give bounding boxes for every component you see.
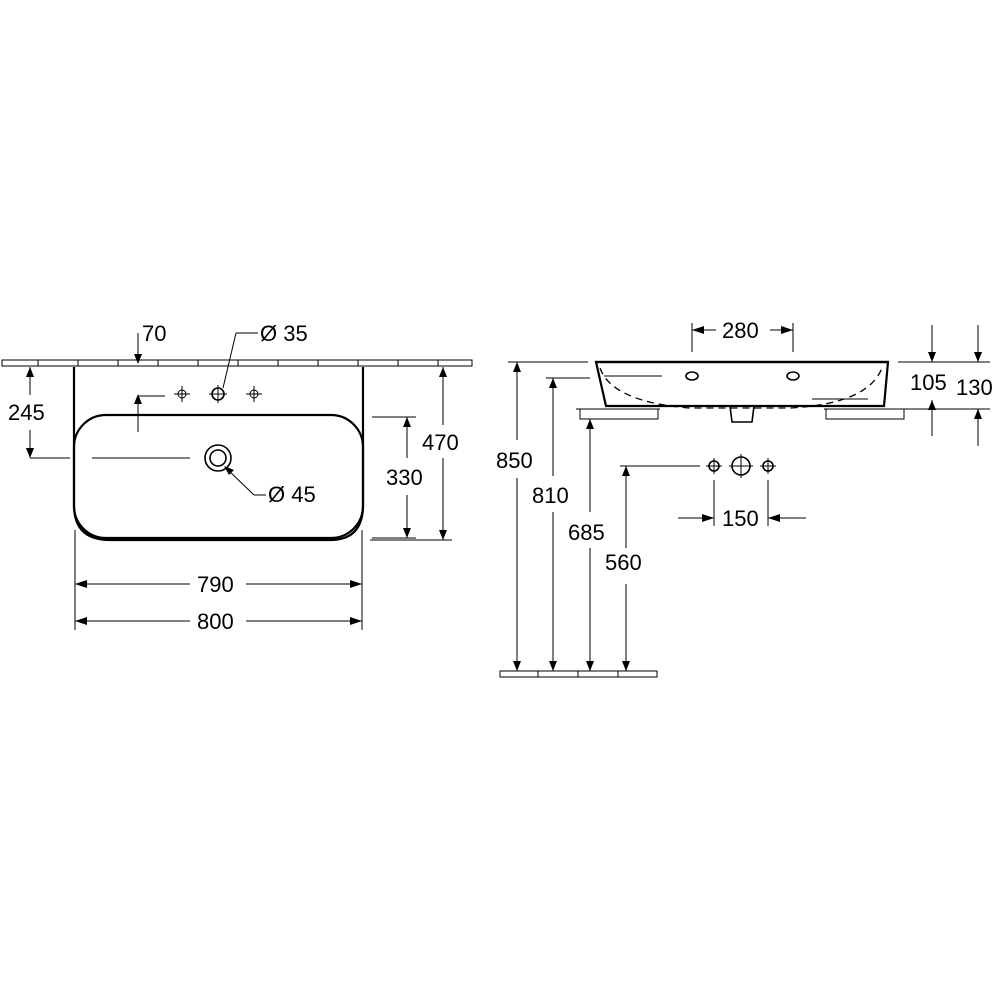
wall-strip-top [1, 359, 473, 367]
dim-floor-top-label: 850 [496, 448, 533, 473]
side-view: 280 105 130 [496, 318, 993, 678]
waste-inner-icon [209, 449, 227, 467]
waste-stub [729, 405, 755, 423]
bowl-outline [72, 413, 365, 540]
floor-strip [499, 670, 658, 678]
dim-connection-spacing: 150 [678, 480, 806, 531]
dim-waste-diameter: Ø 45 [224, 466, 316, 507]
dim-total-width: 800 [75, 609, 362, 634]
tap-hole-side-icon [685, 371, 699, 381]
dim-depth-waste: 245 [8, 367, 70, 459]
dim-inner-depth-label: 330 [386, 465, 423, 490]
waste-outer-icon [204, 444, 232, 472]
dim-floor-bowl: 810 [532, 377, 590, 671]
dim-waste-diameter-label: Ø 45 [268, 482, 316, 507]
dim-total-width-label: 800 [197, 609, 234, 634]
dim-floor-underside-label: 685 [568, 520, 605, 545]
dim-inner-width-label: 790 [197, 572, 234, 597]
dim-floor-connections: 560 [605, 465, 700, 671]
dim-rim-inner-label: 105 [910, 370, 947, 395]
bowl-dashed-curve [599, 367, 883, 409]
dim-connection-spacing-label: 150 [722, 506, 759, 531]
wall-connections [706, 454, 776, 478]
dim-floor-connections-label: 560 [605, 550, 642, 575]
dim-total-depth: 470 [370, 367, 459, 541]
dim-floor-underside: 685 [568, 419, 605, 671]
dim-rim-heights: 105 130 [898, 325, 993, 446]
dim-floor-top: 850 [496, 361, 588, 671]
dim-tap-diameter: Ø 35 [222, 321, 308, 389]
dim-inner-width: 790 [74, 530, 363, 630]
dim-rim-outer-label: 130 [956, 375, 993, 400]
waste-outlet [92, 444, 232, 472]
dim-tap-offset-label: 70 [142, 321, 166, 346]
countertop [576, 408, 908, 420]
top-view: 70 Ø 35 Ø 45 245 [1, 321, 473, 634]
dim-tap-offset: 70 [134, 321, 166, 432]
dim-depth-waste-label: 245 [8, 400, 45, 425]
tap-hole-side-right-icon [786, 371, 800, 381]
dim-tap-diameter-label: Ø 35 [260, 321, 308, 346]
dim-floor-bowl-label: 810 [532, 483, 569, 508]
dim-total-depth-label: 470 [422, 430, 459, 455]
dim-tap-spacing: 280 [691, 318, 794, 352]
dim-tap-spacing-label: 280 [722, 318, 759, 343]
dim-inner-depth: 330 [372, 416, 423, 539]
tap-holes [174, 385, 262, 403]
